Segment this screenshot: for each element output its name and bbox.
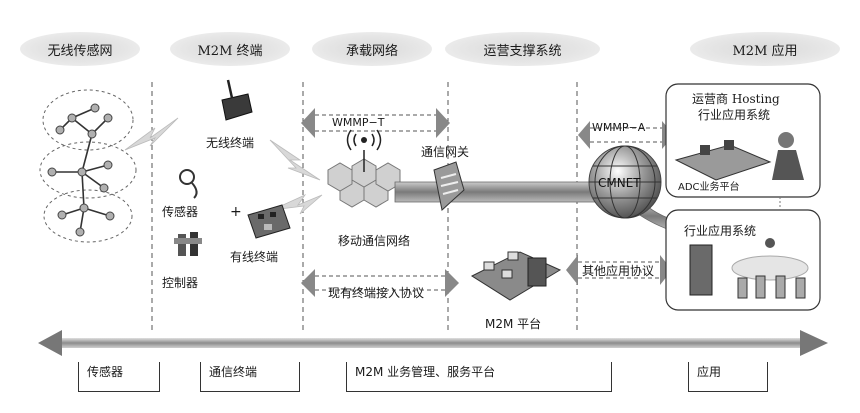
wireless-terminal-label: 无线终端 xyxy=(206,136,255,150)
wired-terminal-board xyxy=(247,204,291,239)
mobile-network-hexes xyxy=(327,158,401,208)
controller-label: 控制器 xyxy=(162,276,199,290)
column-ops-support-system: 运营支撑系统 xyxy=(445,32,600,66)
operator-hosting-title: 运营商 Hosting xyxy=(692,92,780,106)
antenna-tower xyxy=(346,129,382,172)
lightning-icon xyxy=(269,139,321,181)
sensor-label: 传感器 xyxy=(162,205,199,219)
existing-protocol-arrow xyxy=(315,275,445,291)
controller-device xyxy=(174,232,202,256)
wired-terminal-label: 有线终端 xyxy=(230,250,279,264)
m2m-platform-graphic xyxy=(470,251,562,301)
bottom-category-comm-terminal: 通信终端 xyxy=(200,362,300,392)
lightning-icon xyxy=(124,117,179,151)
column-carrier-network: 承载网络 xyxy=(312,32,432,66)
column-m2m-application: M2M 应用 xyxy=(690,32,840,66)
arrow-heads xyxy=(301,108,674,297)
sensor-network-graphic xyxy=(39,89,137,243)
column-m2m-terminal: M2M 终端 xyxy=(170,32,290,66)
wmmp-a-label: WMMP−A xyxy=(592,121,646,134)
plus-sign: + xyxy=(230,204,242,220)
wmmp-a-arrow xyxy=(590,127,662,143)
existing-protocol-label: 现有终端接入协议 xyxy=(328,286,425,300)
operator-hosting-subtitle: 行业应用系统 xyxy=(698,108,771,122)
industry-app-graphic xyxy=(689,238,809,299)
bottom-category-application: 应用 xyxy=(688,362,768,392)
wmmp-t-label: WMMP−T xyxy=(332,116,385,129)
industry-app-label: 行业应用系统 xyxy=(684,224,757,238)
antenna-icon xyxy=(361,137,367,143)
cmnet-label: CMNET xyxy=(598,176,641,190)
other-protocol-label: 其他应用协议 xyxy=(582,264,655,278)
wireless-terminal-device xyxy=(221,79,253,121)
network-pipe xyxy=(394,181,613,203)
sensor-device xyxy=(179,169,198,199)
cmnet-globe xyxy=(588,145,662,219)
column-wireless-sensor-network: 无线传感网 xyxy=(20,32,140,66)
bottom-category-sensor: 传感器 xyxy=(78,362,160,392)
m2m-platform-label: M2M 平台 xyxy=(485,317,542,331)
protocol-arrows xyxy=(315,114,662,291)
wmmp-t-arrow xyxy=(315,114,436,132)
wireless-link-bolts xyxy=(124,117,323,215)
gateway-device xyxy=(433,161,465,211)
adc-platform-label: ADC业务平台 xyxy=(678,182,740,193)
operator-desk-graphic xyxy=(674,132,804,181)
bottom-category-mgmt-platform: M2M 业务管理、服务平台 xyxy=(346,362,612,392)
sensor-network-nodes xyxy=(47,103,115,237)
bottom-span-arrow xyxy=(38,330,828,356)
lightning-icon xyxy=(271,194,323,215)
gateway-label: 通信网关 xyxy=(421,145,470,159)
mobile-network-label: 移动通信网络 xyxy=(338,234,411,248)
